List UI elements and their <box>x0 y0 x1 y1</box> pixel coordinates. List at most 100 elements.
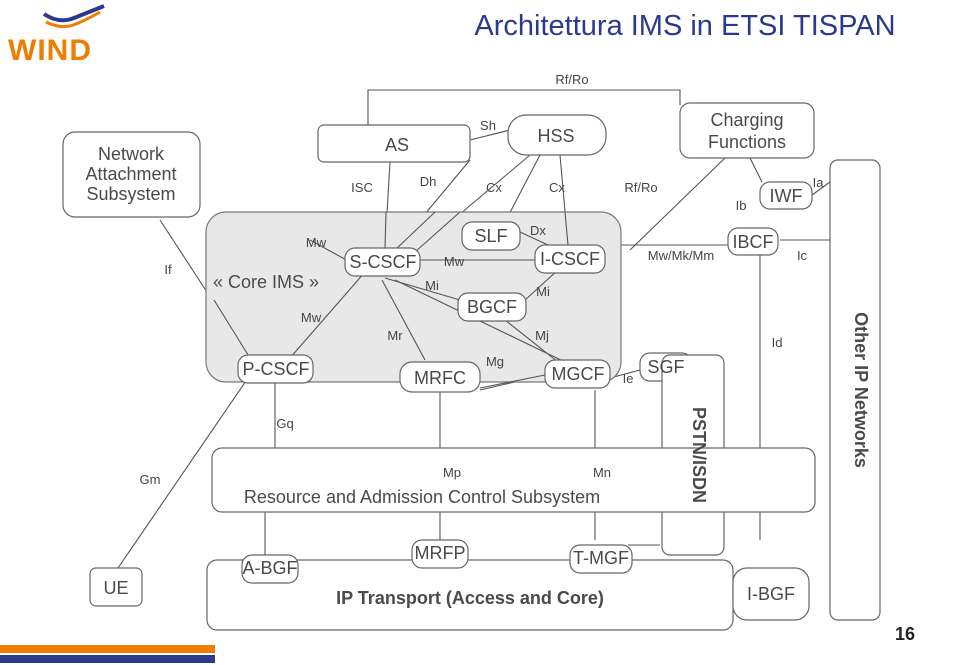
as-label: AS <box>385 135 409 155</box>
nass-label-1: Network <box>98 144 165 164</box>
core-dx <box>519 231 551 247</box>
ibcf-label: IBCF <box>732 232 773 252</box>
nass-label-3: Subsystem <box>86 184 175 204</box>
page-title: Architettura IMS in ETSI TISPAN <box>474 10 896 42</box>
if-mw-2: Mw <box>444 254 465 269</box>
mgcf-box[interactable] <box>544 359 611 389</box>
if-mi-1: Mi <box>425 278 439 293</box>
footer-bar-orange <box>0 645 215 653</box>
core-isc <box>384 211 387 249</box>
mrfc-box[interactable] <box>399 361 481 393</box>
other-ip-box[interactable] <box>829 159 881 621</box>
rf-ro-top-line <box>367 89 681 138</box>
core-dh <box>394 211 436 251</box>
if-mw-3: Mw <box>301 310 322 325</box>
if-if: If <box>164 262 172 277</box>
ibcf-box[interactable] <box>727 227 779 256</box>
if-mw-1: Mw <box>306 235 327 250</box>
mrfp-box[interactable] <box>411 539 469 569</box>
if-mw-mk-mm: Mw/Mk/Mm <box>648 248 714 263</box>
if-mn: Mn <box>593 465 611 480</box>
core-cx2 <box>564 211 569 246</box>
p-cscf-box[interactable] <box>237 354 314 384</box>
wind-swoosh-icon <box>42 4 105 29</box>
core-if <box>213 299 251 359</box>
p-cscf-label: P-CSCF <box>243 359 310 379</box>
core-mr <box>381 279 426 361</box>
i-bgf-box[interactable] <box>732 567 810 621</box>
page-number: 16 <box>895 624 916 644</box>
ib-line <box>749 157 763 183</box>
core-mj <box>504 319 559 363</box>
s-cscf-box[interactable] <box>344 247 421 277</box>
if-mi-2: Mi <box>536 284 550 299</box>
pstn-label: PSTN/ISDN <box>689 407 709 503</box>
hss-slf-line <box>504 154 541 223</box>
mrfp-label: MRFP <box>415 543 466 563</box>
slf-box[interactable] <box>461 221 521 251</box>
ia-line <box>811 181 831 196</box>
core-ims-label: « Core IMS » <box>213 272 319 292</box>
rf-ro-mid-line <box>629 157 726 251</box>
if-ia: Ia <box>813 175 825 190</box>
if-sh: Sh <box>480 118 496 133</box>
if-dh: Dh <box>420 174 437 189</box>
a-bgf-label: A-BGF <box>242 558 297 578</box>
ue-label: UE <box>103 578 128 598</box>
bgcf-label: BGCF <box>467 297 517 317</box>
core-mg <box>479 374 546 389</box>
mgcf-label: MGCF <box>552 364 605 384</box>
i-cscf-box[interactable] <box>534 244 606 274</box>
i-bgf-label: I-BGF <box>747 584 795 604</box>
sh-line <box>469 129 511 141</box>
hss-box[interactable] <box>507 114 607 156</box>
ue-box[interactable] <box>89 567 143 607</box>
if-dx: Dx <box>530 223 546 238</box>
charging-box[interactable] <box>679 102 815 159</box>
as-box[interactable] <box>317 124 471 163</box>
core-cx1 <box>414 211 461 253</box>
bgcf-box[interactable] <box>457 292 527 322</box>
t-mgf-box[interactable] <box>569 544 633 574</box>
logo-text: WIND <box>8 34 92 67</box>
core-mw-1 <box>309 239 351 263</box>
core-mw-2 <box>289 271 366 359</box>
racs-label: Resource and Admission Control Subsystem <box>244 487 600 507</box>
transport-label: IP Transport (Access and Core) <box>336 588 604 608</box>
footer-bar-blue <box>0 655 215 663</box>
if-mp: Mp <box>443 465 461 480</box>
if-isc: ISC <box>351 180 373 195</box>
if-rf-ro-mid: Rf/Ro <box>624 180 657 195</box>
wind-logo: WIND <box>4 4 134 70</box>
charging-label-1: Charging <box>710 110 783 130</box>
iwf-box[interactable] <box>759 181 813 210</box>
if-gq: Gq <box>276 416 293 431</box>
iwf-label: IWF <box>770 186 803 206</box>
s-cscf-label: S-CSCF <box>350 252 417 272</box>
mrfc-label: MRFC <box>414 368 466 388</box>
t-mgf-label: T-MGF <box>573 548 629 568</box>
if-rf-ro-top: Rf/Ro <box>555 72 588 87</box>
if-cx-2: Cx <box>549 180 565 195</box>
if-mj: Mj <box>535 328 549 343</box>
nass-box[interactable] <box>62 131 201 218</box>
sgf-label: SGF <box>647 357 684 377</box>
racs-box[interactable] <box>211 447 816 513</box>
if-ib: Ib <box>736 198 747 213</box>
charging-label-2: Functions <box>708 132 786 152</box>
a-bgf-box[interactable] <box>241 554 299 584</box>
gm-line <box>117 377 249 569</box>
i-cscf-label: I-CSCF <box>540 249 600 269</box>
nass-label-2: Attachment <box>85 164 176 184</box>
if-ie: Ie <box>623 371 634 386</box>
if-cx-1: Cx <box>486 180 502 195</box>
if-ic: Ic <box>797 248 808 263</box>
if-mr: Mr <box>387 328 403 343</box>
hss-label: HSS <box>537 126 574 146</box>
slf-label: SLF <box>474 226 507 246</box>
if-mg: Mg <box>486 354 504 369</box>
other-ip-label: Other IP Networks <box>851 312 871 468</box>
if-gm: Gm <box>140 472 161 487</box>
core-mi-2 <box>524 269 559 301</box>
